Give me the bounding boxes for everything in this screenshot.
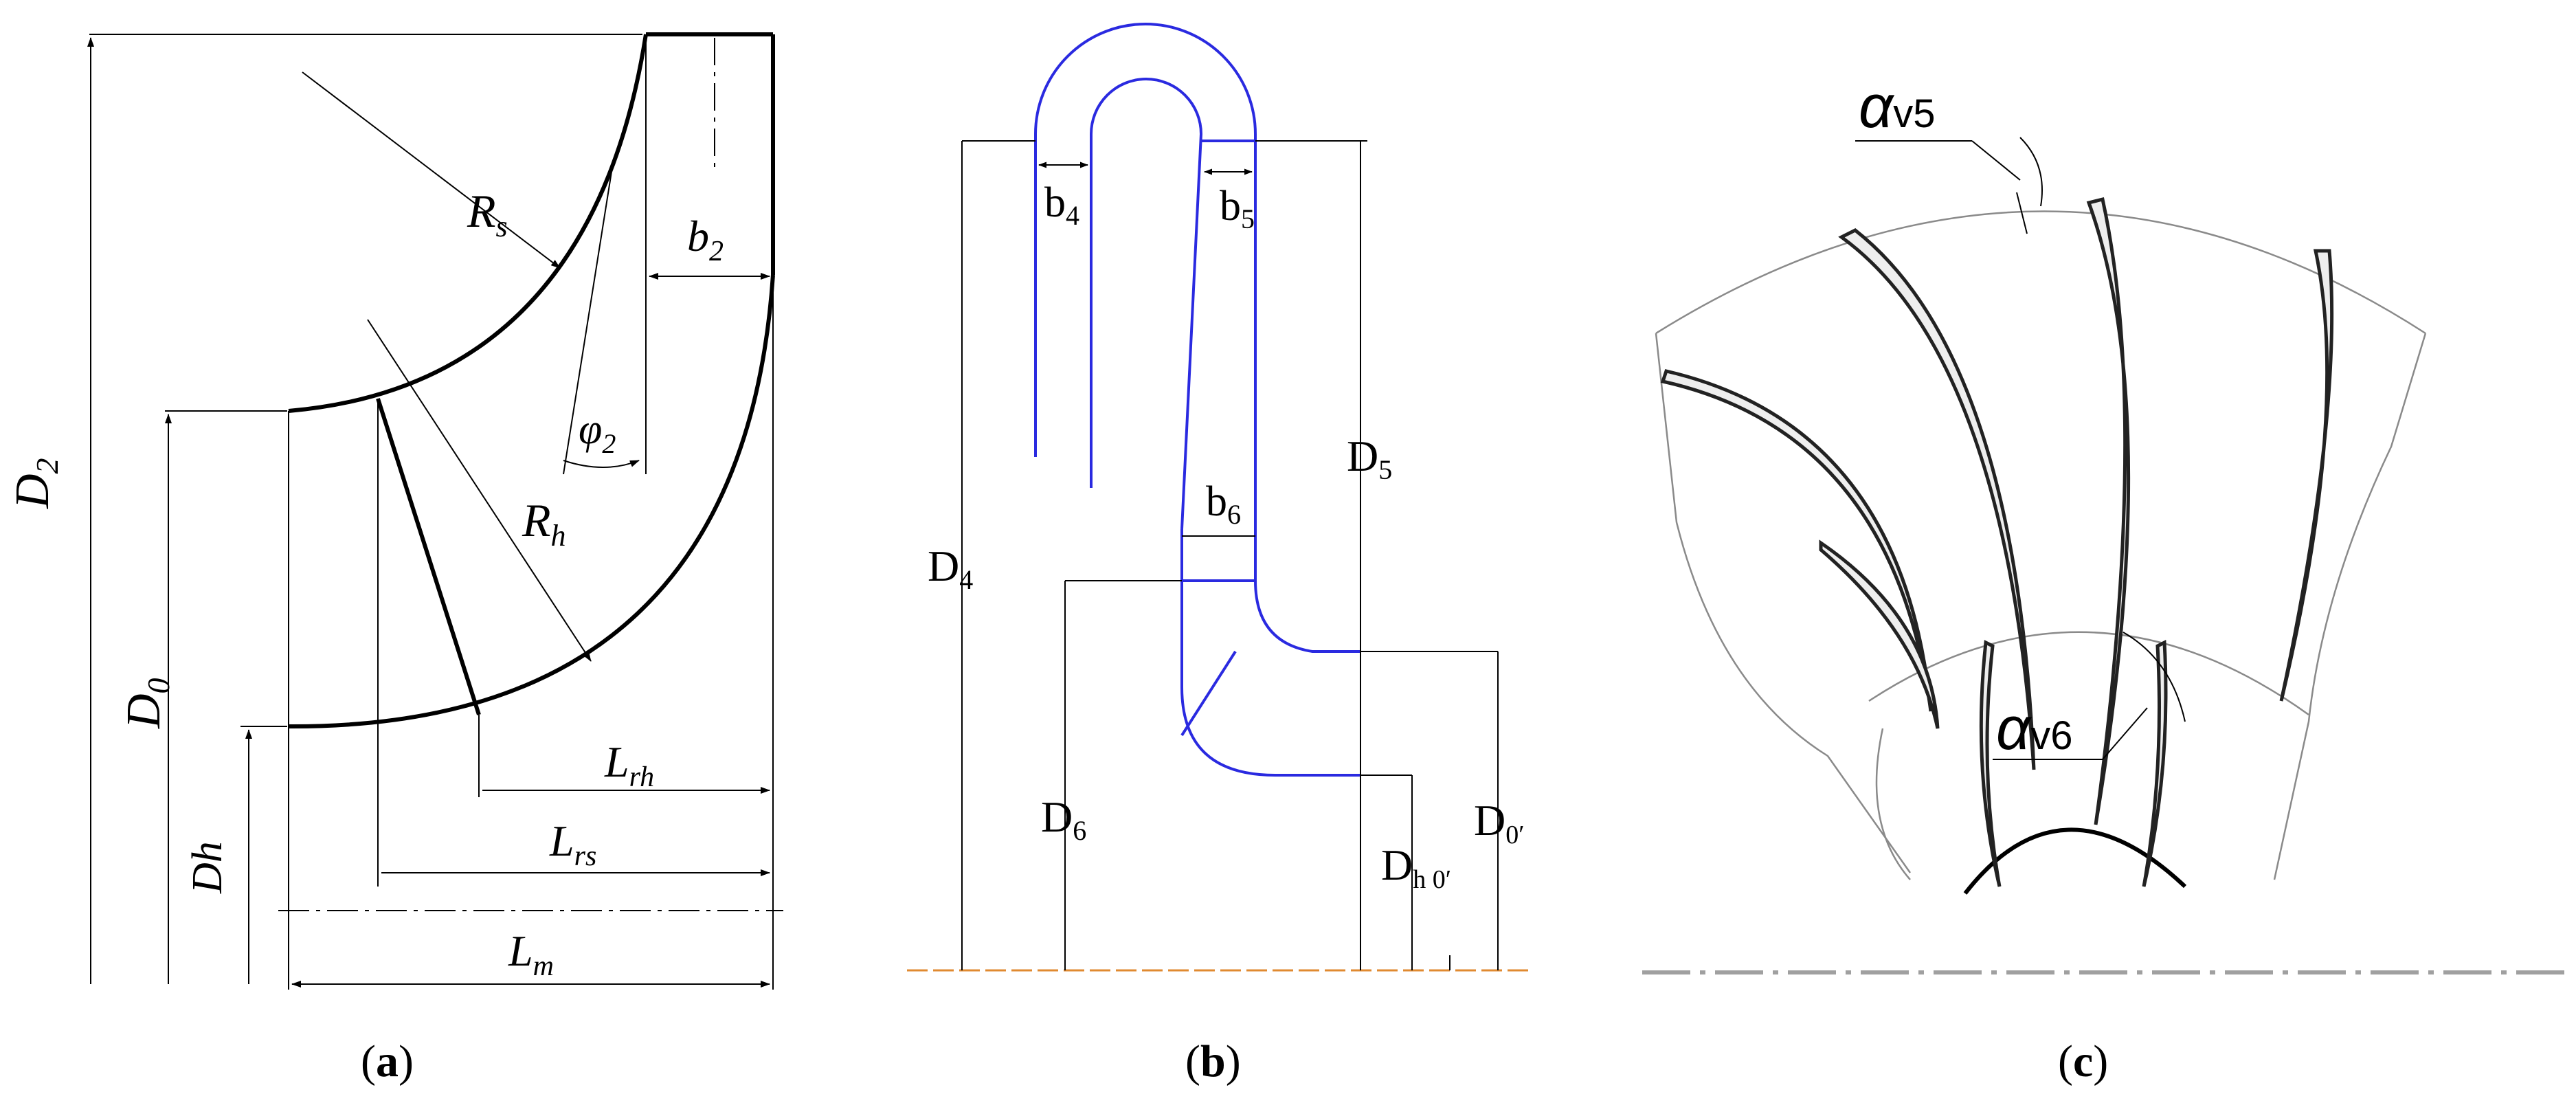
panel-c-vane-cascade: αv5 αv6: [1622, 0, 2576, 1024]
dh-label: Dh: [184, 841, 231, 894]
hub-curve: [288, 274, 775, 729]
lrh-label: Lrh: [604, 737, 654, 793]
blade-2: [1660, 369, 1933, 712]
splitter-1: [1819, 539, 1940, 729]
d4-label: D4: [928, 542, 973, 595]
rh-radius-line: [367, 319, 592, 662]
splitter-3: [2142, 640, 2168, 887]
blade-3: [2086, 197, 2131, 825]
av6-leader-line: [2102, 707, 2148, 760]
lrs-label: Lrs: [549, 816, 596, 872]
right-sector-edge: [2273, 333, 2427, 880]
blade-4: [2279, 249, 2334, 702]
panel-b-return-channel: b4 b5 b6 D4 D5 D6 Dh 0′ D0′: [886, 0, 1532, 1024]
d5-label: D5: [1347, 432, 1392, 485]
left-sector-edge: [1655, 333, 1912, 873]
channel-inner-wall: [1180, 529, 1360, 777]
lm-label: Lm: [508, 926, 554, 982]
phi2-blade-line: [563, 171, 612, 475]
blade-1: [1838, 228, 2036, 770]
inner-left-edge: [1875, 728, 1911, 880]
rh-label: Rh: [522, 494, 566, 553]
panel-b-drawing: b4 b5 b6 D4 D5 D6 Dh 0′ D0′: [907, 23, 1532, 972]
dh0-label: Dh 0′: [1381, 840, 1451, 894]
phi2-angle-arc: [563, 460, 640, 468]
panel-c-drawing: αv5 αv6: [1642, 72, 2570, 974]
panel-a-impeller-meridional: D2 D0 Dh Rs Rh b2 φ2 Lrh Lrs Lm: [0, 0, 811, 1024]
b6-label: b6: [1206, 478, 1241, 530]
outer-sector-arc: [1655, 210, 2426, 335]
d6-label: D6: [1041, 792, 1086, 846]
b2-label: b2: [687, 212, 724, 267]
leading-edge-line: [1180, 650, 1237, 737]
hub-arc: [1963, 827, 2187, 895]
rs-radius-line: [302, 71, 561, 269]
d0p-label: D0′: [1474, 796, 1525, 849]
av5-angle-arc: [2019, 137, 2043, 207]
d0-label: D0: [117, 678, 176, 729]
caption-a: (a): [361, 1036, 414, 1087]
caption-c: (c): [2058, 1036, 2109, 1087]
av5-label: αv5: [1859, 72, 1935, 140]
b4-label: b4: [1044, 179, 1079, 231]
outer-u-bend: [1034, 23, 1257, 457]
b5-label: b5: [1220, 183, 1255, 234]
rs-label: Rs: [467, 185, 508, 243]
phi2-label: φ2: [579, 406, 616, 459]
inner-ring-arc: [1868, 631, 2309, 716]
d2-label: D2: [6, 458, 65, 509]
av6-label: αv6: [1996, 694, 2072, 762]
av6-angle-arc: [2123, 632, 2186, 722]
av5-leader-line: [1971, 140, 2021, 181]
blades-group: [1660, 197, 2334, 887]
inner-u-bend: [1090, 78, 1203, 530]
caption-b: (b): [1185, 1036, 1241, 1087]
panel-a-drawing: D2 D0 Dh Rs Rh b2 φ2 Lrh Lrs Lm: [6, 32, 783, 990]
av5-tick: [2016, 192, 2028, 234]
shroud-curve: [288, 34, 648, 413]
channel-outer-wall: [1254, 141, 1360, 653]
blade-leading-edge: [376, 398, 481, 715]
splitter-2: [1979, 640, 2002, 887]
